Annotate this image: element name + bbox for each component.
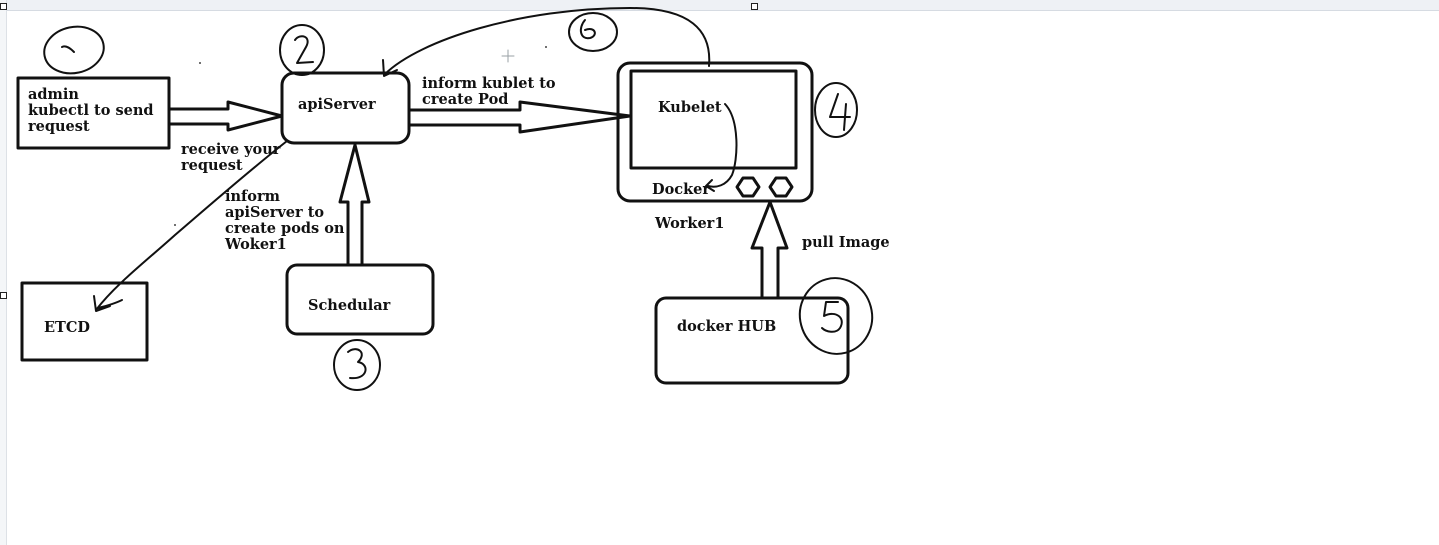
edge-label-pull-image: pull Image xyxy=(802,234,890,251)
stray-dot-1 xyxy=(199,62,201,64)
step-4-glyph xyxy=(829,93,851,131)
dockerhub-label: docker HUB xyxy=(677,318,777,335)
edge-label-inform-apiserver: inform apiServer to create pods on Woker… xyxy=(225,188,345,253)
worker-outer-box xyxy=(616,61,814,203)
worker-label: Worker1 xyxy=(655,215,725,232)
apiserver-box xyxy=(280,71,411,145)
docker-label: Docker xyxy=(652,181,710,198)
arrowhead-etcd xyxy=(93,295,123,312)
step-6-circle xyxy=(568,12,618,52)
admin-label: admin kubectl to send request xyxy=(28,86,154,135)
step-4-circle xyxy=(814,82,858,138)
step-1-circle xyxy=(43,25,105,75)
curve-worker-to-apiserver xyxy=(384,7,711,75)
container-hexagon-1 xyxy=(735,176,761,198)
step-3-glyph xyxy=(347,348,367,380)
arrowhead-docker xyxy=(705,179,715,192)
stray-dot-2 xyxy=(174,224,176,226)
edge-label-inform-kubelet: inform kublet to create Pod xyxy=(422,75,556,108)
step-5-glyph xyxy=(821,301,843,333)
arrowhead-apiserver-top xyxy=(382,59,398,77)
step-1-glyph xyxy=(61,45,75,53)
arrow-dockerhub-to-docker xyxy=(750,200,789,299)
arrow-scheduler-to-apiserver xyxy=(338,143,371,266)
scheduler-label: Schedular xyxy=(308,297,391,314)
kubelet-label: Kubelet xyxy=(658,99,722,116)
etcd-label: ETCD xyxy=(44,319,90,336)
scheduler-box xyxy=(285,263,435,336)
container-hexagon-2 xyxy=(768,176,794,198)
etcd-box xyxy=(20,281,149,362)
resize-handle-left-mid[interactable] xyxy=(0,292,7,299)
resize-handle-top-mid[interactable] xyxy=(751,3,758,10)
step-5-circle xyxy=(798,277,874,355)
curve-kubelet-to-docker xyxy=(707,103,738,188)
curve-apiserver-to-etcd xyxy=(95,140,288,311)
cursor-crosshair xyxy=(501,49,515,63)
window-top-bar xyxy=(0,0,1439,11)
worker-screen-box xyxy=(629,69,798,170)
stray-dot-3 xyxy=(545,46,547,48)
dockerhub-box xyxy=(654,296,850,385)
step-2-circle xyxy=(279,24,325,76)
admin-box xyxy=(16,76,171,150)
window-left-bar xyxy=(0,0,7,545)
step-6-glyph xyxy=(579,19,596,40)
apiserver-label: apiServer xyxy=(298,96,376,113)
step-2-glyph xyxy=(294,35,314,64)
arrow-admin-to-apiserver xyxy=(168,100,284,132)
step-3-circle xyxy=(333,339,381,391)
edge-label-receive: receive your request xyxy=(181,141,281,174)
arrow-apiserver-to-kubelet xyxy=(407,100,632,134)
resize-handle-top-left[interactable] xyxy=(0,3,7,10)
